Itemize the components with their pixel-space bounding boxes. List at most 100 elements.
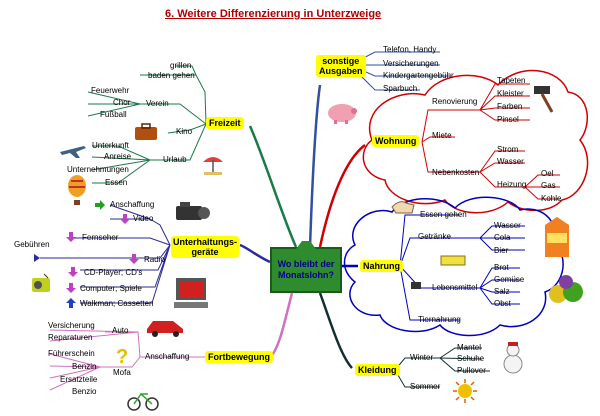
kleidung-item: Schuhe — [457, 354, 485, 363]
unterhaltung-walkman: Walkman; Cassetten — [80, 299, 154, 308]
freizeit-item: Unterkunft — [92, 141, 129, 150]
suitcase-icon — [135, 123, 157, 140]
svg-text:?: ? — [116, 346, 128, 367]
question-mark-icon: ? — [116, 346, 128, 367]
fortbewegung-item: Benzio — [72, 387, 97, 396]
unterhaltung-line1: Unterhaltungs- — [173, 237, 237, 247]
center-pin-icon — [296, 241, 316, 249]
freizeit-item: Unternehmungen — [67, 165, 129, 174]
freizeit-urlaub: Urlaub — [163, 155, 187, 164]
branch-sonstige — [308, 84, 322, 248]
unterhaltung-radio: Radio — [144, 255, 165, 264]
wohnung-heizung: Heizung — [497, 180, 527, 189]
car-icon — [147, 321, 183, 337]
nahrung-item: Bier — [494, 246, 509, 255]
sun-icon — [453, 379, 477, 403]
wohnung-item: Tapeten — [497, 76, 526, 85]
hot-air-balloon-icon — [68, 175, 86, 205]
wohnung-item: Gas — [541, 181, 556, 190]
fortbewegung-item: Reparaturen — [48, 333, 93, 342]
wohnung-item: Farben — [497, 102, 523, 111]
sonstige-item: Telefon, Handy — [383, 45, 437, 54]
arrow-up-icon — [66, 298, 76, 308]
nahrung-tiernahrung: Tiernahrung — [418, 315, 461, 324]
freizeit-item: Feuerwehr — [91, 86, 130, 95]
wohnung-item: Pinsel — [497, 115, 519, 124]
nahrung-item: Wasser — [494, 221, 521, 230]
page-title: 6. Weitere Differenzierung in Unterzweig… — [165, 8, 382, 20]
fortbewegung-auto: Auto — [112, 326, 129, 335]
wohnung-item: Kohle — [541, 194, 562, 203]
wohnung-miete: Miete — [432, 131, 452, 140]
unterhaltung-computer: Computer; Spiele — [80, 284, 142, 293]
nahrung-item: Cola — [494, 233, 511, 242]
branch-label-nahrung: Nahrung — [360, 260, 403, 272]
food-box-icon — [411, 282, 421, 289]
kleidung-winter: Winter — [410, 353, 434, 362]
central-topic: Wo bleibt der Monatslohn? — [270, 247, 342, 293]
nahrung-essen-gehen: Essen gehen — [420, 210, 467, 219]
sonstige-line1: sonstige — [322, 56, 360, 66]
arrow-down-icon — [120, 214, 130, 224]
kleidung-item: Pullover — [457, 366, 486, 375]
bicycle-icon — [127, 392, 159, 411]
video-camera-icon — [176, 202, 210, 220]
wohnung-renovierung: Renovierung — [432, 97, 478, 106]
airplane-icon — [60, 146, 86, 158]
wohnung-item: Kleister — [497, 89, 524, 98]
nahrung-getraenke: Getränke — [418, 232, 451, 241]
unterhaltung-anschaffung: Anschaffung — [110, 200, 155, 209]
kleidung-item: Mantel — [457, 343, 482, 352]
freizeit-item: Essen — [105, 178, 128, 187]
arrow-right-icon — [95, 200, 105, 210]
sonstige-item: Sparbuch — [383, 84, 418, 93]
branch-label-unterhaltung: Unterhaltungs- geräte — [171, 236, 239, 258]
branch-wohnung — [318, 144, 366, 248]
unterhaltung-cd: CD-Player; CD's — [84, 268, 143, 277]
kleidung-sommer: Sommer — [410, 382, 441, 391]
hammer-icon — [534, 86, 554, 113]
branch-label-sonstige: sonstige Ausgaben — [316, 55, 366, 77]
unterhaltung-video: Video — [133, 214, 154, 223]
freizeit-kino: Kino — [176, 127, 193, 136]
nahrung-lebensmittel: Lebensmittel — [432, 283, 478, 292]
sonstige-line2: Ausgaben — [319, 66, 363, 76]
fortbewegung-item: Versicherung — [48, 321, 95, 330]
unterhaltung-fernseher: Fernseher — [82, 233, 119, 242]
fortbewegung-anschaffung: Anschaffung — [145, 352, 190, 361]
central-topic-line1: Wo bleibt der — [277, 259, 335, 269]
branch-fortbewegung — [270, 292, 294, 356]
branch-label-freizeit: Freizeit — [206, 117, 244, 129]
freizeit-verein: Verein — [146, 99, 169, 108]
freizeit-item: grillen — [170, 61, 192, 70]
fortbewegung-mofa: Mofa — [113, 368, 131, 377]
juice-carton-icon — [545, 217, 569, 257]
computer-icon — [174, 278, 208, 308]
arrow-down-icon — [66, 232, 76, 242]
arrow-down-icon — [68, 267, 78, 277]
radio-icon — [32, 273, 50, 292]
butter-icon — [440, 255, 466, 266]
wohnung-item: Strom — [497, 145, 519, 154]
wohnung-item: Wasser — [497, 157, 524, 166]
piggy-bank-icon — [328, 104, 357, 124]
nahrung-item: Salz — [494, 287, 510, 296]
freizeit-item: Anreise — [104, 152, 132, 161]
arrow-down-icon — [66, 283, 76, 293]
fruit-basket-icon — [549, 275, 583, 303]
branch-kleidung — [318, 292, 353, 369]
arrow-down-icon — [129, 254, 139, 264]
fortbewegung-item: Benzin — [72, 362, 97, 371]
nahrung-item: Gemüse — [494, 275, 525, 284]
branch-label-kleidung: Kleidung — [355, 364, 400, 376]
beach-umbrella-icon — [203, 157, 223, 175]
branch-unterhaltung — [239, 243, 271, 264]
unterhaltung-line2: geräte — [191, 247, 219, 257]
branch-label-wohnung: Wohnung — [372, 135, 420, 147]
fortbewegung-item: Führerschein — [48, 349, 95, 358]
sonstige-item: Kindergartengebühr — [383, 71, 454, 80]
branch-freizeit — [248, 125, 298, 248]
snowman-icon — [503, 342, 523, 374]
